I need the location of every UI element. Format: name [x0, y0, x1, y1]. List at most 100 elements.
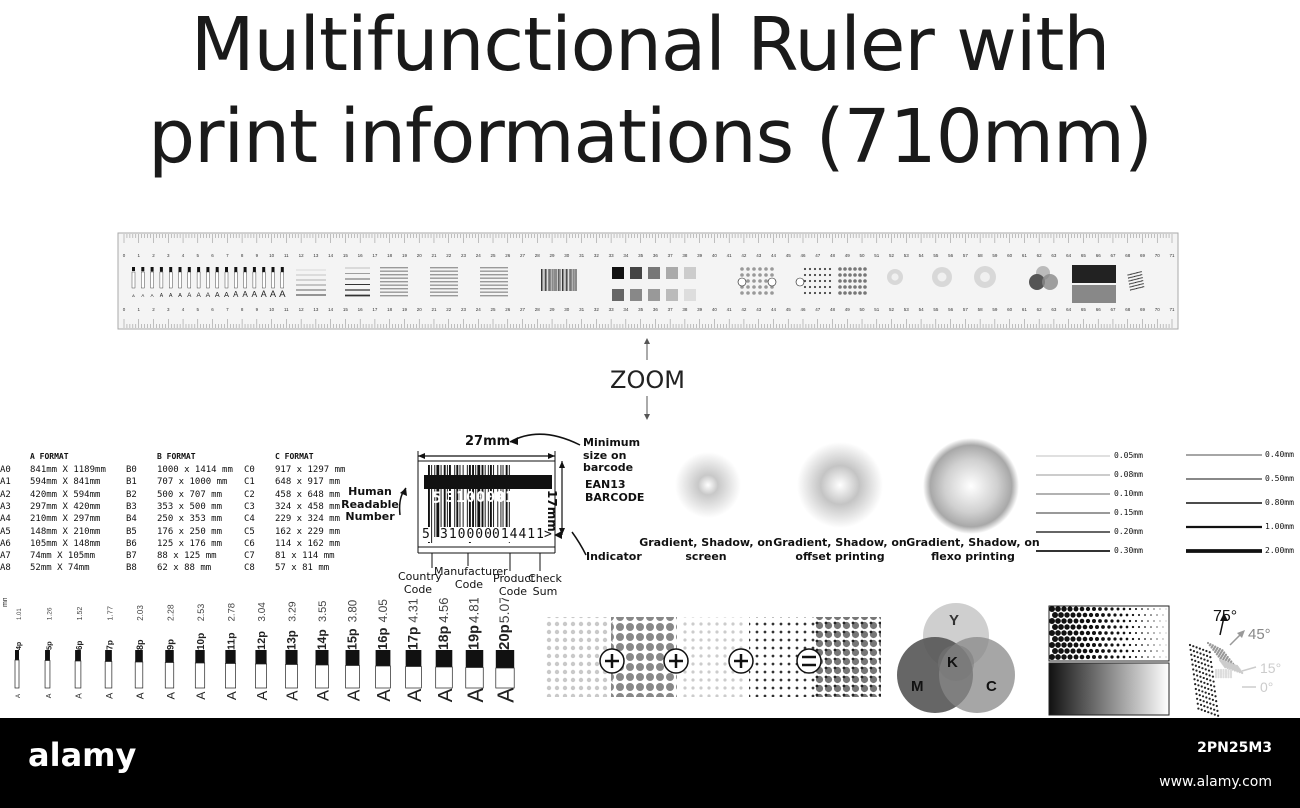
- a-format-size-code: A7: [0, 551, 11, 562]
- screen-angle-dot: [1202, 676, 1205, 680]
- ruler-mini-format-row: [430, 281, 458, 283]
- halftone-dot: [1141, 644, 1143, 646]
- ruler-mini-format-row: [380, 288, 408, 290]
- halftone-dot: [1098, 631, 1102, 635]
- barcode-human-readable-label: Human Readable Number: [341, 485, 399, 524]
- ruler-number-bottom: 64: [1066, 307, 1072, 312]
- screen-angle-dot: [1196, 651, 1199, 654]
- gradient-flexo: [923, 438, 1019, 534]
- ruler-mini-font-bar: [141, 267, 145, 272]
- ruler-number-bottom: 68: [1125, 307, 1131, 312]
- halftone-dot: [1128, 607, 1132, 611]
- a-format-size-code: A6: [0, 538, 11, 549]
- halftone-dot: [1110, 655, 1114, 659]
- halftone-dot: [1055, 606, 1061, 612]
- a-format-size-code: A1: [0, 477, 11, 488]
- halftone-dot: [1091, 606, 1097, 612]
- barcode-min-size-label: Minimum size on barcode: [583, 436, 641, 475]
- halftone-dot: [1091, 618, 1097, 624]
- b-format-size-code: B0: [126, 465, 137, 475]
- screen-angle-dot: [1203, 658, 1206, 661]
- halftone-dot: [1159, 620, 1161, 622]
- font-size-bar: [405, 650, 422, 667]
- b-format-size-code: B3: [126, 501, 137, 512]
- halftone-dot: [1153, 620, 1155, 622]
- ruler-mini-dot: [803, 267, 807, 271]
- font-size-mm-label: 4.05: [376, 599, 390, 623]
- ruler-mini-font-box: [243, 271, 247, 289]
- halftone-dot: [1116, 619, 1120, 623]
- ruler-number-bottom: 59: [992, 307, 998, 312]
- font-size-box: [405, 666, 422, 689]
- screen-angle-dot: [1207, 664, 1210, 667]
- ruler-number-bottom: 0: [123, 307, 126, 312]
- ruler-number: 12: [299, 253, 305, 258]
- ruler-mini-dot: [803, 285, 807, 289]
- ruler-mini-font-bar: [280, 267, 284, 275]
- ruler-mini-barcode-bar: [569, 269, 570, 291]
- ruler-number-bottom: 38: [682, 307, 688, 312]
- halftone-dot: [1116, 631, 1120, 635]
- ruler-mini-angle-dot: [1141, 286, 1144, 288]
- ruler-number-bottom: 60: [1007, 307, 1013, 312]
- font-size-letter: A: [373, 689, 394, 702]
- ruler-number-bottom: 63: [1051, 307, 1057, 312]
- ruler-mini-font-bar: [178, 267, 182, 273]
- ruler-number-bottom: 22: [446, 307, 452, 312]
- font-size-letter: A: [343, 689, 363, 701]
- ruler-mini-dot: [823, 285, 827, 289]
- ruler-mini-cmyk: [1029, 274, 1045, 290]
- ruler-number-bottom: 1: [138, 307, 141, 312]
- font-size-pt-label: 19p: [467, 625, 483, 650]
- b-format-size-code: B8: [126, 563, 137, 574]
- halftone-dot: [1137, 613, 1141, 617]
- barcode-bar: [468, 465, 471, 543]
- a-format-size-code: A3: [0, 501, 11, 512]
- ruler-mini-dot: [863, 279, 867, 283]
- halftone-dot: [1094, 648, 1100, 654]
- halftone-dot: [1131, 649, 1135, 653]
- halftone-dot: [1107, 649, 1111, 653]
- a-format-size-code: A2: [0, 489, 11, 500]
- font-size-letter: A: [16, 694, 22, 698]
- barcode-bar: [443, 465, 446, 537]
- screen-angle-dot: [1190, 653, 1193, 656]
- ruler-mini-barcode-bar: [562, 269, 563, 291]
- barcode-country-code-label: Country Code: [398, 570, 442, 596]
- ruler-number: 6: [211, 253, 214, 258]
- font-size-mm-label: 4.56: [436, 598, 451, 623]
- ruler-mini-font-letter: A: [261, 289, 267, 299]
- screen-angle-dot: [1214, 695, 1217, 698]
- halftone-dot: [1079, 654, 1085, 660]
- ruler-mini-font-bar: [271, 267, 275, 275]
- font-size-mm-label: 3.29: [287, 601, 299, 622]
- screen-angle-dot: [1207, 687, 1210, 691]
- ruler-gray-swatch: [684, 267, 696, 279]
- ruler-mini-font-bar: [252, 267, 256, 275]
- screen-angle-dot: [1192, 649, 1196, 653]
- halftone-dot: [1119, 649, 1123, 653]
- screen-angle-dot: [1192, 668, 1195, 671]
- screen-angle-dot: [1211, 675, 1215, 678]
- screen-angle-dot: [1200, 685, 1203, 688]
- screen-angle-dot: [1216, 709, 1219, 712]
- halftone-dot: [1116, 655, 1120, 659]
- ruler-mini-dot: [746, 279, 750, 283]
- ruler-mini-format-row: [480, 277, 508, 279]
- halftone-dot: [1165, 608, 1167, 610]
- halftone-dot: [1122, 655, 1126, 659]
- ruler-number: 65: [1081, 253, 1087, 258]
- font-size-bar: [345, 650, 360, 666]
- font-size-pt-label: 13p: [287, 630, 299, 650]
- ruler-number: 62: [1037, 253, 1043, 258]
- barcode-bottom-digits-right: 014411: [492, 527, 545, 542]
- ruler-mini-dot: [843, 273, 847, 277]
- ruler-number-bottom: 39: [697, 307, 703, 312]
- halftone-dot: [1061, 630, 1067, 636]
- ruler-mini-font-bar: [187, 267, 191, 273]
- ruler-mini-format-row: [430, 288, 458, 290]
- barcode-bar: [481, 465, 484, 537]
- b-format-size-code: B7: [126, 551, 137, 562]
- ruler-mini-dot: [740, 273, 744, 277]
- ruler-mini-dot: [808, 285, 812, 289]
